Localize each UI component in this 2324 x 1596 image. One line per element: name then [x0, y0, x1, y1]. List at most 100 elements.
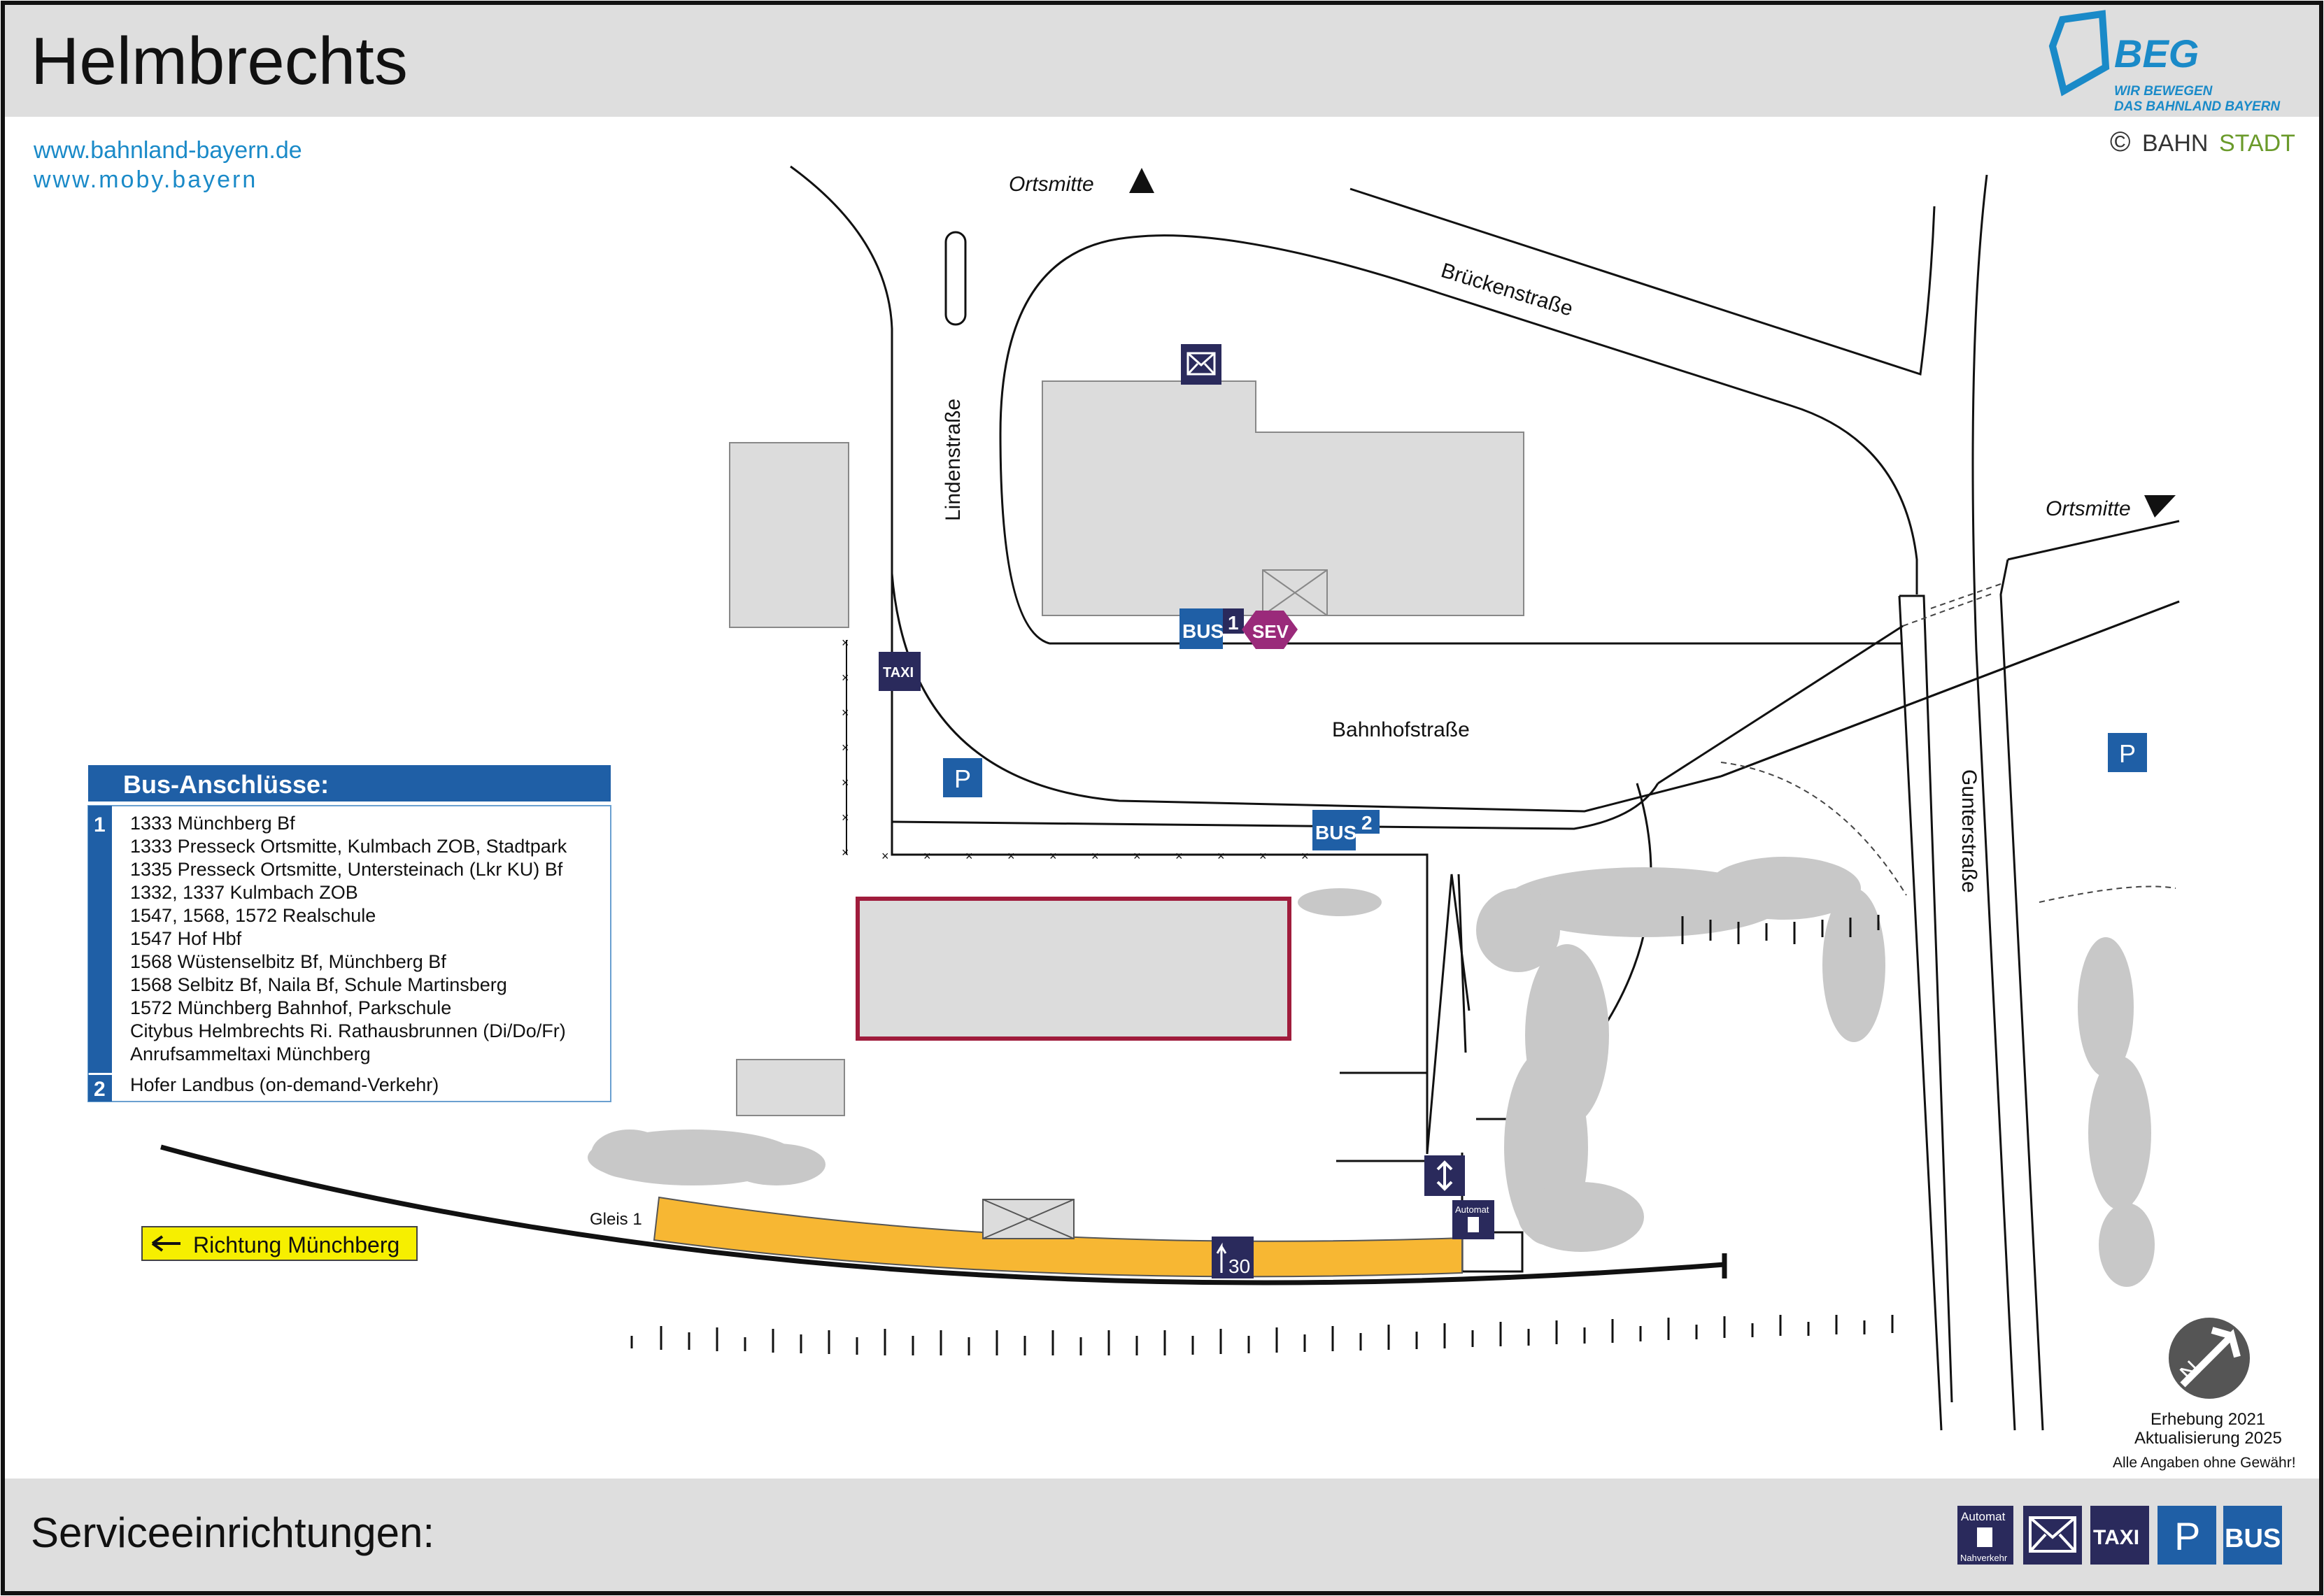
buildings [729, 380, 1524, 1116]
svg-text:×: × [1007, 849, 1015, 863]
svg-text:30: 30 [1228, 1255, 1250, 1277]
header-band [5, 5, 2319, 117]
svg-text:P: P [954, 764, 971, 793]
bus-stop-2: BUS 2 [1312, 810, 1380, 850]
triangle-up-icon [1129, 168, 1154, 193]
svg-text:TAXI: TAXI [2093, 1526, 2139, 1549]
svg-text:Automat: Automat [1961, 1510, 2006, 1523]
track-ties [630, 915, 1894, 1355]
bus-connections-box: Bus-Anschlüsse: 1 2 1333 Münchberg Bf 13… [87, 765, 611, 1102]
svg-text:P: P [2119, 739, 2136, 768]
parking-icon-right: P [2108, 733, 2147, 772]
svg-text:×: × [842, 776, 849, 790]
bus-line: 1333 Münchberg Bf [130, 813, 295, 834]
svg-text:×: × [842, 671, 849, 685]
platform-shelter [982, 1199, 1075, 1239]
footpaths [1720, 583, 2176, 903]
bus-line: 1333 Presseck Ortsmitte, Kulmbach ZOB, S… [130, 836, 567, 857]
svg-text:Richtung Münchberg: Richtung Münchberg [193, 1232, 399, 1257]
svg-text:BUS: BUS [1182, 620, 1224, 642]
track-label: Gleis 1 [590, 1210, 642, 1229]
bus-line: 1547 Hof Hbf [130, 928, 242, 949]
footer-band [5, 1479, 2319, 1591]
footer-label: Serviceeinrichtungen: [31, 1509, 434, 1556]
shelter-top [1262, 569, 1328, 616]
svg-text:WIR BEWEGEN: WIR BEWEGEN [2114, 84, 2213, 99]
svg-text:×: × [1049, 849, 1057, 863]
direction-ortsmitte-right: Ortsmitte [2046, 495, 2176, 520]
svg-text:Ortsmitte: Ortsmitte [1009, 173, 1094, 196]
parking-icon-left: P [943, 758, 982, 797]
vegetation [588, 857, 2155, 1287]
svg-text:×: × [842, 706, 849, 720]
svg-text:×: × [923, 849, 931, 863]
bus-line: 1547, 1568, 1572 Realschule [130, 905, 376, 926]
bus-line: Anrufsammeltaxi Münchberg [130, 1043, 371, 1064]
bus-line: 1568 Wüstenselbitz Bf, Münchberg Bf [130, 951, 446, 972]
station-title: Helmbrechts [31, 24, 408, 99]
platform-length-sign: 30 [1212, 1237, 1254, 1278]
svg-text:BUS: BUS [1315, 822, 1356, 843]
taxi-icon: TAXI [879, 652, 921, 691]
svg-text:×: × [965, 849, 973, 863]
sev-icon: SEV [1242, 611, 1298, 649]
survey-note: Erhebung 2021 [2151, 1410, 2265, 1429]
svg-text:©: © [2110, 127, 2130, 157]
svg-text:2: 2 [1361, 812, 1373, 834]
svg-text:×: × [1175, 849, 1183, 863]
bus-line: Citybus Helmbrechts Ri. Rathausbrunnen (… [130, 1020, 566, 1041]
disclaimer: Alle Angaben ohne Gewähr! [2113, 1455, 2296, 1471]
svg-text:1: 1 [1228, 612, 1239, 634]
svg-text:×: × [842, 741, 849, 755]
svg-text:×: × [1259, 849, 1267, 863]
railway-track [160, 1144, 1727, 1285]
svg-text:×: × [1091, 849, 1099, 863]
footer-post-icon [2023, 1506, 2082, 1565]
svg-text:×: × [881, 849, 889, 863]
platform-gleis-1: Gleis 1 30 [590, 1196, 1463, 1278]
footer-parking-icon: P [2158, 1506, 2216, 1565]
direction-sign: Richtung Münchberg [141, 1226, 418, 1261]
svg-text:BEG: BEG [2114, 31, 2199, 76]
svg-text:P: P [2174, 1514, 2200, 1558]
street-gunterstrasse: Gunterstraße [1957, 769, 1981, 893]
road-lines [790, 165, 2180, 1431]
street-lindenstrasse: Lindenstraße [942, 399, 965, 521]
svg-text:DAS BAHNLAND BAYERN: DAS BAHNLAND BAYERN [2114, 99, 2281, 114]
triangle-down-right-icon [2144, 495, 2176, 518]
svg-text:Automat: Automat [1455, 1204, 1489, 1215]
stairs-arrow-icon [1424, 1155, 1465, 1196]
svg-text:Bahn: Bahn [2142, 130, 2208, 157]
svg-text:Nahverkehr: Nahverkehr [1960, 1553, 2008, 1563]
link-bahnland[interactable]: www.bahnland-bayern.de [33, 137, 302, 164]
svg-text:×: × [1301, 849, 1309, 863]
svg-text:×: × [842, 846, 849, 860]
bus-line: 1335 Presseck Ortsmitte, Untersteinach (… [130, 859, 563, 880]
svg-text:×: × [1133, 849, 1141, 863]
planned-area [856, 897, 1291, 1041]
footer-ticket-machine-icon: Automat Nahverkehr [1957, 1506, 2013, 1565]
svg-text:BUS: BUS [2225, 1524, 2281, 1553]
fence-crosses: ××× ××× ××× ××× ××× ××× [842, 636, 1309, 863]
bus-line: 1572 Münchberg Bahnhof, Parkschule [130, 997, 451, 1018]
svg-text:1: 1 [94, 813, 106, 836]
direction-ortsmitte-top: Ortsmitte [1009, 168, 1154, 196]
svg-text:TAXI: TAXI [883, 665, 914, 681]
footer-bus-icon: BUS [2223, 1506, 2282, 1565]
footer-taxi-icon: TAXI [2090, 1506, 2149, 1565]
svg-text:×: × [1217, 849, 1225, 863]
ticket-machine-icon: Automat [1452, 1200, 1494, 1239]
bus-connections-title: Bus-Anschlüsse: [123, 770, 329, 799]
svg-text:×: × [842, 811, 849, 825]
svg-text:2: 2 [94, 1078, 106, 1101]
svg-text:Ortsmitte: Ortsmitte [2046, 497, 2131, 520]
bus-stop-1: BUS 1 [1179, 608, 1244, 649]
svg-text:SEV: SEV [1252, 621, 1289, 642]
bus-line: Hofer Landbus (on-demand-Verkehr) [130, 1074, 439, 1095]
post-icon [1181, 344, 1221, 385]
link-moby[interactable]: www.moby.bayern [33, 166, 257, 193]
svg-text:Stadt: Stadt [2219, 130, 2295, 157]
north-arrow-icon: N [2169, 1318, 2250, 1399]
bus-line: 1332, 1337 Kulmbach ZOB [130, 882, 358, 903]
